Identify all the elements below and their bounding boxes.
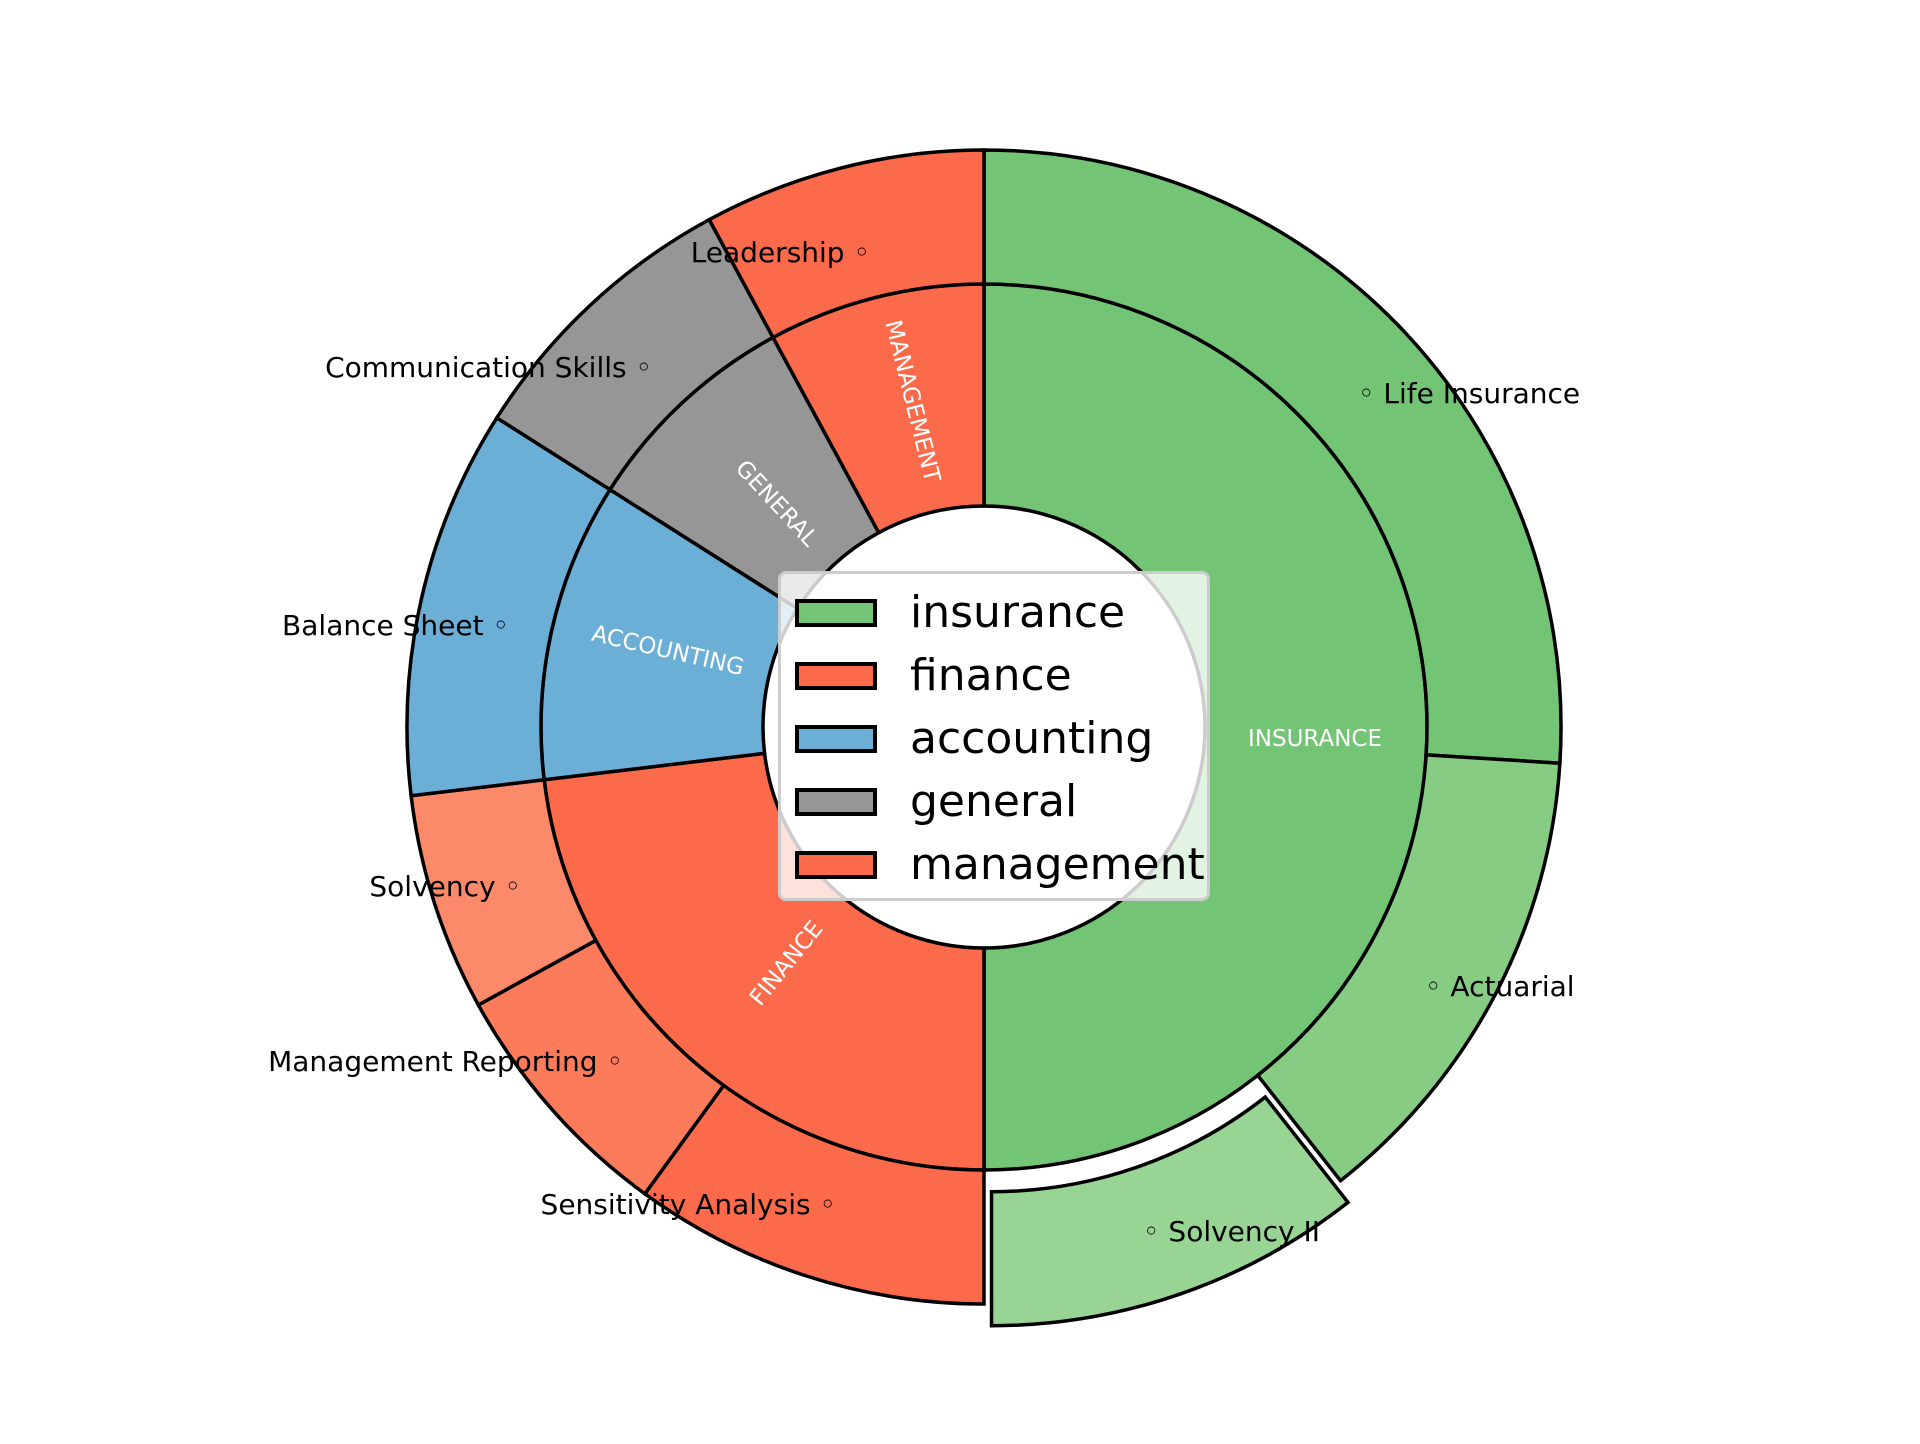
legend-item-finance: finance	[795, 651, 1072, 701]
legend-label: general	[910, 776, 1078, 827]
legend-swatch-accounting	[795, 725, 877, 753]
outer-ring-labels: Leadership ◦ Communication Skills ◦ Balanc…	[268, 236, 1580, 1248]
inner-label-insurance: INSURANCE	[1248, 726, 1382, 752]
outer-wedge-solvency-ii	[989, 1094, 1351, 1328]
outer-label-solvency-ii: ◦ Solvency II	[1143, 1215, 1320, 1248]
outer-wedge-life-insurance	[982, 148, 1563, 766]
legend-swatch-finance	[795, 662, 877, 690]
outer-label-leadership: Leadership ◦	[691, 236, 870, 269]
legend-swatch-general	[795, 788, 877, 816]
legend-item-management: management	[795, 840, 1205, 890]
outer-label-actuarial: ◦ Actuarial	[1425, 970, 1575, 1003]
outer-label-balance-sheet: Balance Sheet ◦	[282, 609, 509, 642]
outer-label-communication-skills: Communication Skills ◦	[325, 351, 652, 384]
outer-label-management-reporting: Management Reporting ◦	[268, 1045, 623, 1078]
legend-label: insurance	[910, 587, 1126, 638]
legend-item-accounting: accounting	[795, 714, 1153, 764]
legend-label: accounting	[910, 713, 1154, 764]
outer-ring	[405, 148, 1563, 1328]
legend-item-general: general	[795, 777, 1077, 827]
outer-label-sensitivity-analysis: Sensitivity Analysis ◦	[541, 1188, 836, 1221]
legend-label: finance	[910, 650, 1072, 701]
legend: insurance finance accounting general man…	[778, 571, 1210, 901]
outer-label-solvency: Solvency ◦	[369, 870, 521, 903]
outer-wedge-actuarial	[1255, 752, 1562, 1184]
legend-item-insurance: insurance	[795, 588, 1125, 638]
legend-swatch-management	[795, 851, 877, 879]
legend-swatch-insurance	[795, 599, 877, 627]
outer-wedge-leadership	[706, 148, 986, 340]
outer-label-life-insurance: ◦ Life Insurance	[1358, 377, 1580, 410]
legend-label: management	[910, 839, 1205, 890]
